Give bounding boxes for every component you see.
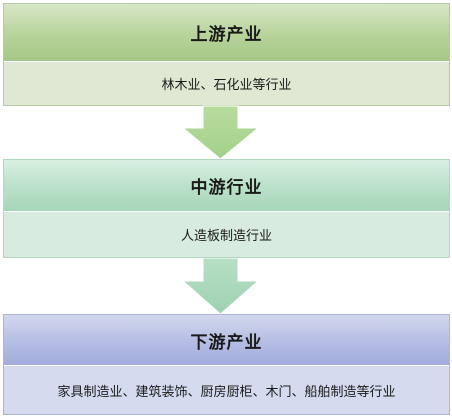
midstream-title: 中游行业: [4, 160, 449, 212]
midstream-block: 中游行业 人造板制造行业: [3, 159, 450, 258]
downstream-title: 下游产业: [4, 315, 449, 366]
upstream-content: 林木业、石化业等行业: [4, 62, 449, 105]
midstream-content: 人造板制造行业: [4, 212, 449, 257]
down-arrow-icon: [181, 257, 260, 315]
downstream-block: 下游产业 家具制造业、建筑装饰、厨房厨柜、木门、船舶制造等行业: [3, 314, 450, 415]
upstream-title: 上游产业: [4, 4, 449, 62]
downstream-content: 家具制造业、建筑装饰、厨房厨柜、木门、船舶制造等行业: [4, 366, 449, 414]
upstream-block: 上游产业 林木业、石化业等行业: [3, 3, 450, 106]
down-arrow-icon: [181, 105, 260, 160]
